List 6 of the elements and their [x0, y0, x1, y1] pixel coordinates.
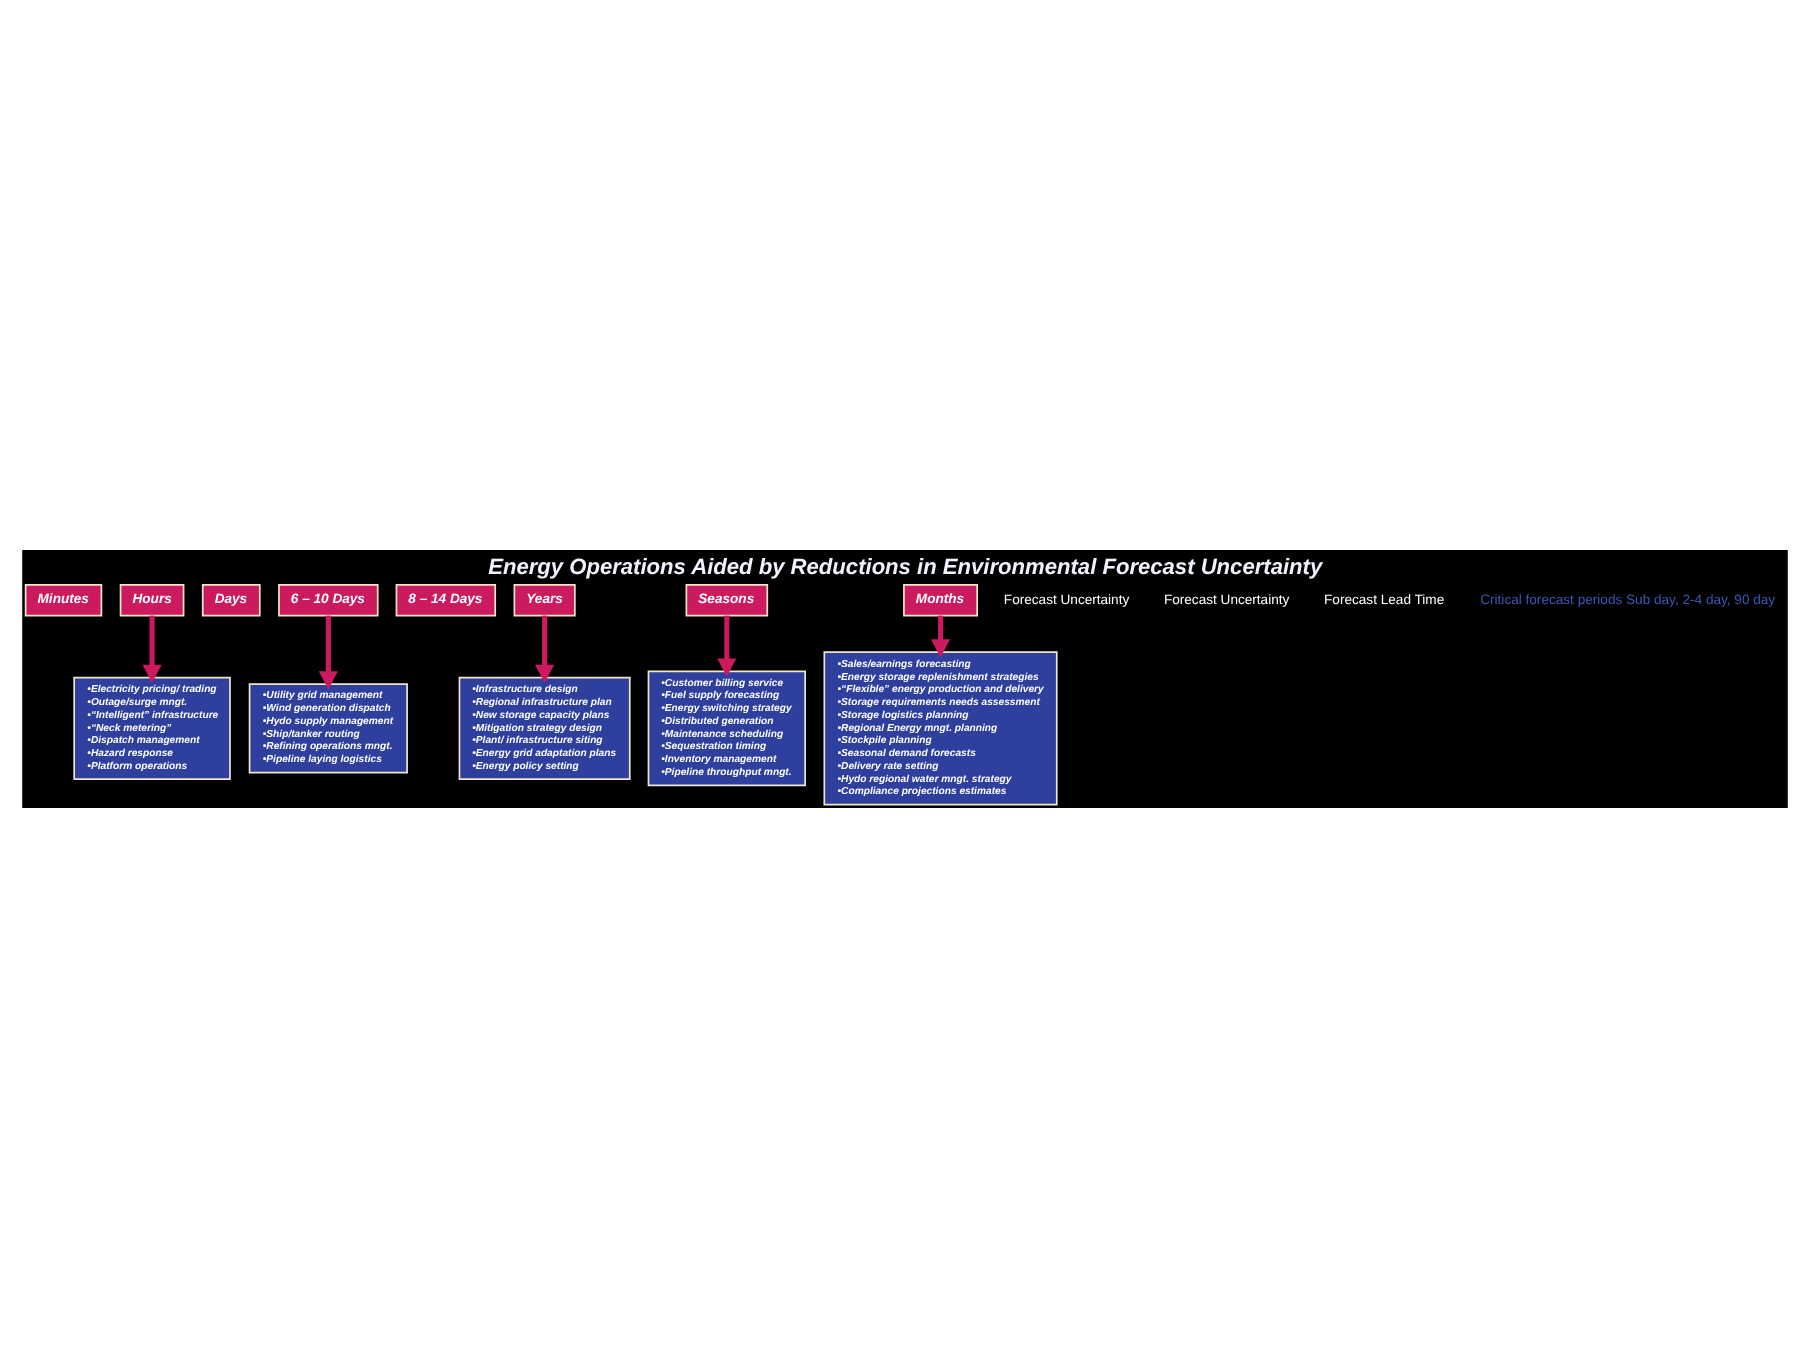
diagram-title: Energy Operations Aided by Reductions in Environmental Forecast Uncertainty	[488, 555, 1323, 580]
arrow	[318, 615, 338, 690]
arrow	[717, 615, 737, 677]
arrow	[142, 615, 162, 683]
arrow	[930, 615, 951, 658]
arrow	[535, 615, 555, 683]
